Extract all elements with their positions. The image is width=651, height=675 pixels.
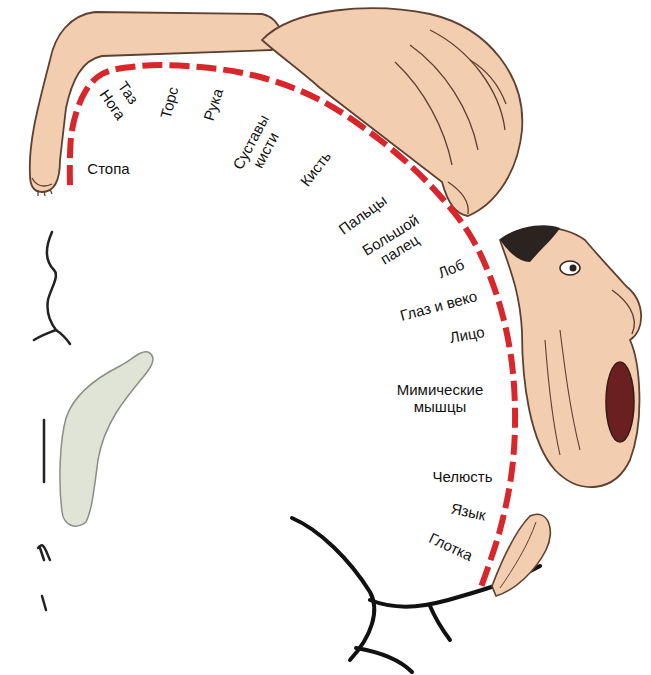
- region-label: Торс: [156, 83, 181, 120]
- brain-outline: [42, 596, 46, 610]
- brain-outline: [56, 330, 70, 344]
- region-label: Лоб: [434, 255, 466, 281]
- region-label: Кисть: [296, 147, 335, 190]
- finger-lines: [395, 30, 506, 214]
- brain-sulcus: [292, 518, 540, 672]
- brain-outline: [38, 545, 50, 560]
- homunculus-pupil: [570, 265, 577, 272]
- region-label: Глотка: [425, 528, 476, 564]
- homunculus-head: [500, 228, 641, 487]
- homunculus-foot: [32, 178, 52, 196]
- finger-lines: [395, 62, 452, 165]
- basal-ganglia-shape: [60, 352, 153, 526]
- homunculus-mouth: [606, 362, 634, 442]
- homunculus-eye: [560, 261, 580, 275]
- brain-sulcus: [356, 648, 412, 672]
- finger-lines: [430, 30, 505, 130]
- finger-lines: [470, 60, 506, 104]
- brain-outline: [43, 420, 46, 482]
- region-label: Мимические мышцы: [385, 381, 495, 415]
- homunculus-hand: [262, 8, 522, 216]
- brain-sulcus: [430, 606, 450, 640]
- region-label: Язык: [449, 499, 489, 523]
- region-label: Стопа: [87, 160, 131, 177]
- brain-outline: [34, 232, 56, 340]
- region-label: Рука: [199, 85, 226, 123]
- region-label: Глаз и веко: [397, 286, 480, 323]
- cortex-arc-layer: [70, 65, 515, 590]
- tongue-line: [500, 522, 536, 588]
- homunculus-hair: [500, 225, 560, 262]
- region-label: Лицо: [447, 323, 485, 346]
- homunculus-nose: [612, 290, 634, 334]
- region-label: Челюсть: [432, 468, 494, 485]
- cortex-arc: [70, 65, 515, 590]
- brain-sulcus: [292, 518, 374, 660]
- finger-lines: [410, 45, 478, 150]
- face-lines: [545, 330, 580, 455]
- region-label: Суставы кисти: [226, 106, 290, 186]
